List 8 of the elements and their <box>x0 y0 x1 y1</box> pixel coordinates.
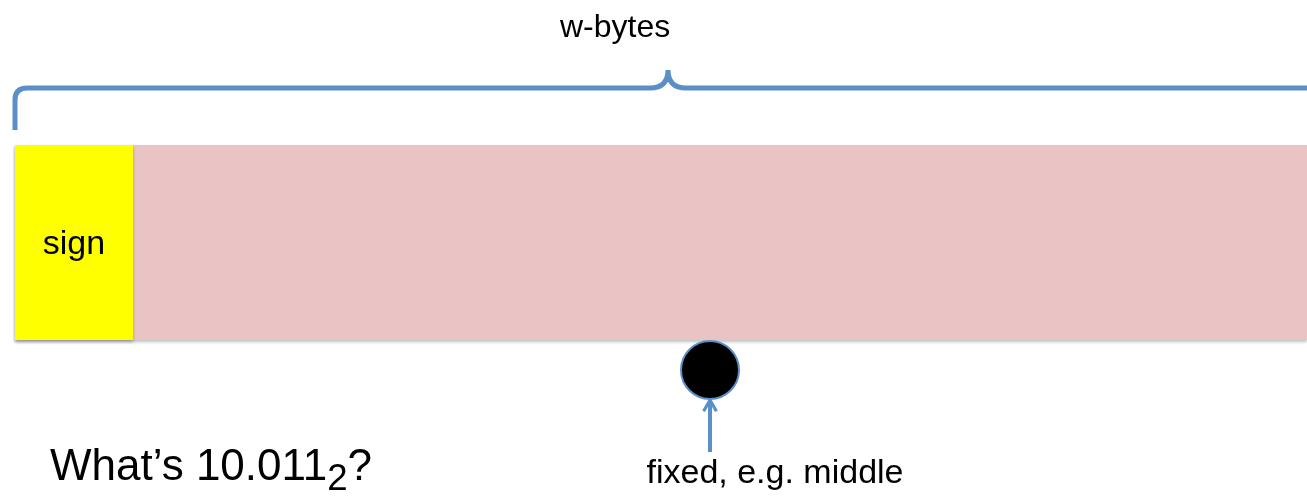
question-text: What’s 10.011$_{2}$? <box>50 440 373 499</box>
field-label: sign <box>42 223 106 262</box>
arrow <box>702 398 718 452</box>
dimension-label: w-bytes <box>560 8 671 45</box>
memory-bar <box>15 145 1307 340</box>
annotation-text: fixed, e.g. middle <box>646 451 904 491</box>
dot-marker <box>680 340 740 400</box>
sign-field <box>15 145 133 340</box>
